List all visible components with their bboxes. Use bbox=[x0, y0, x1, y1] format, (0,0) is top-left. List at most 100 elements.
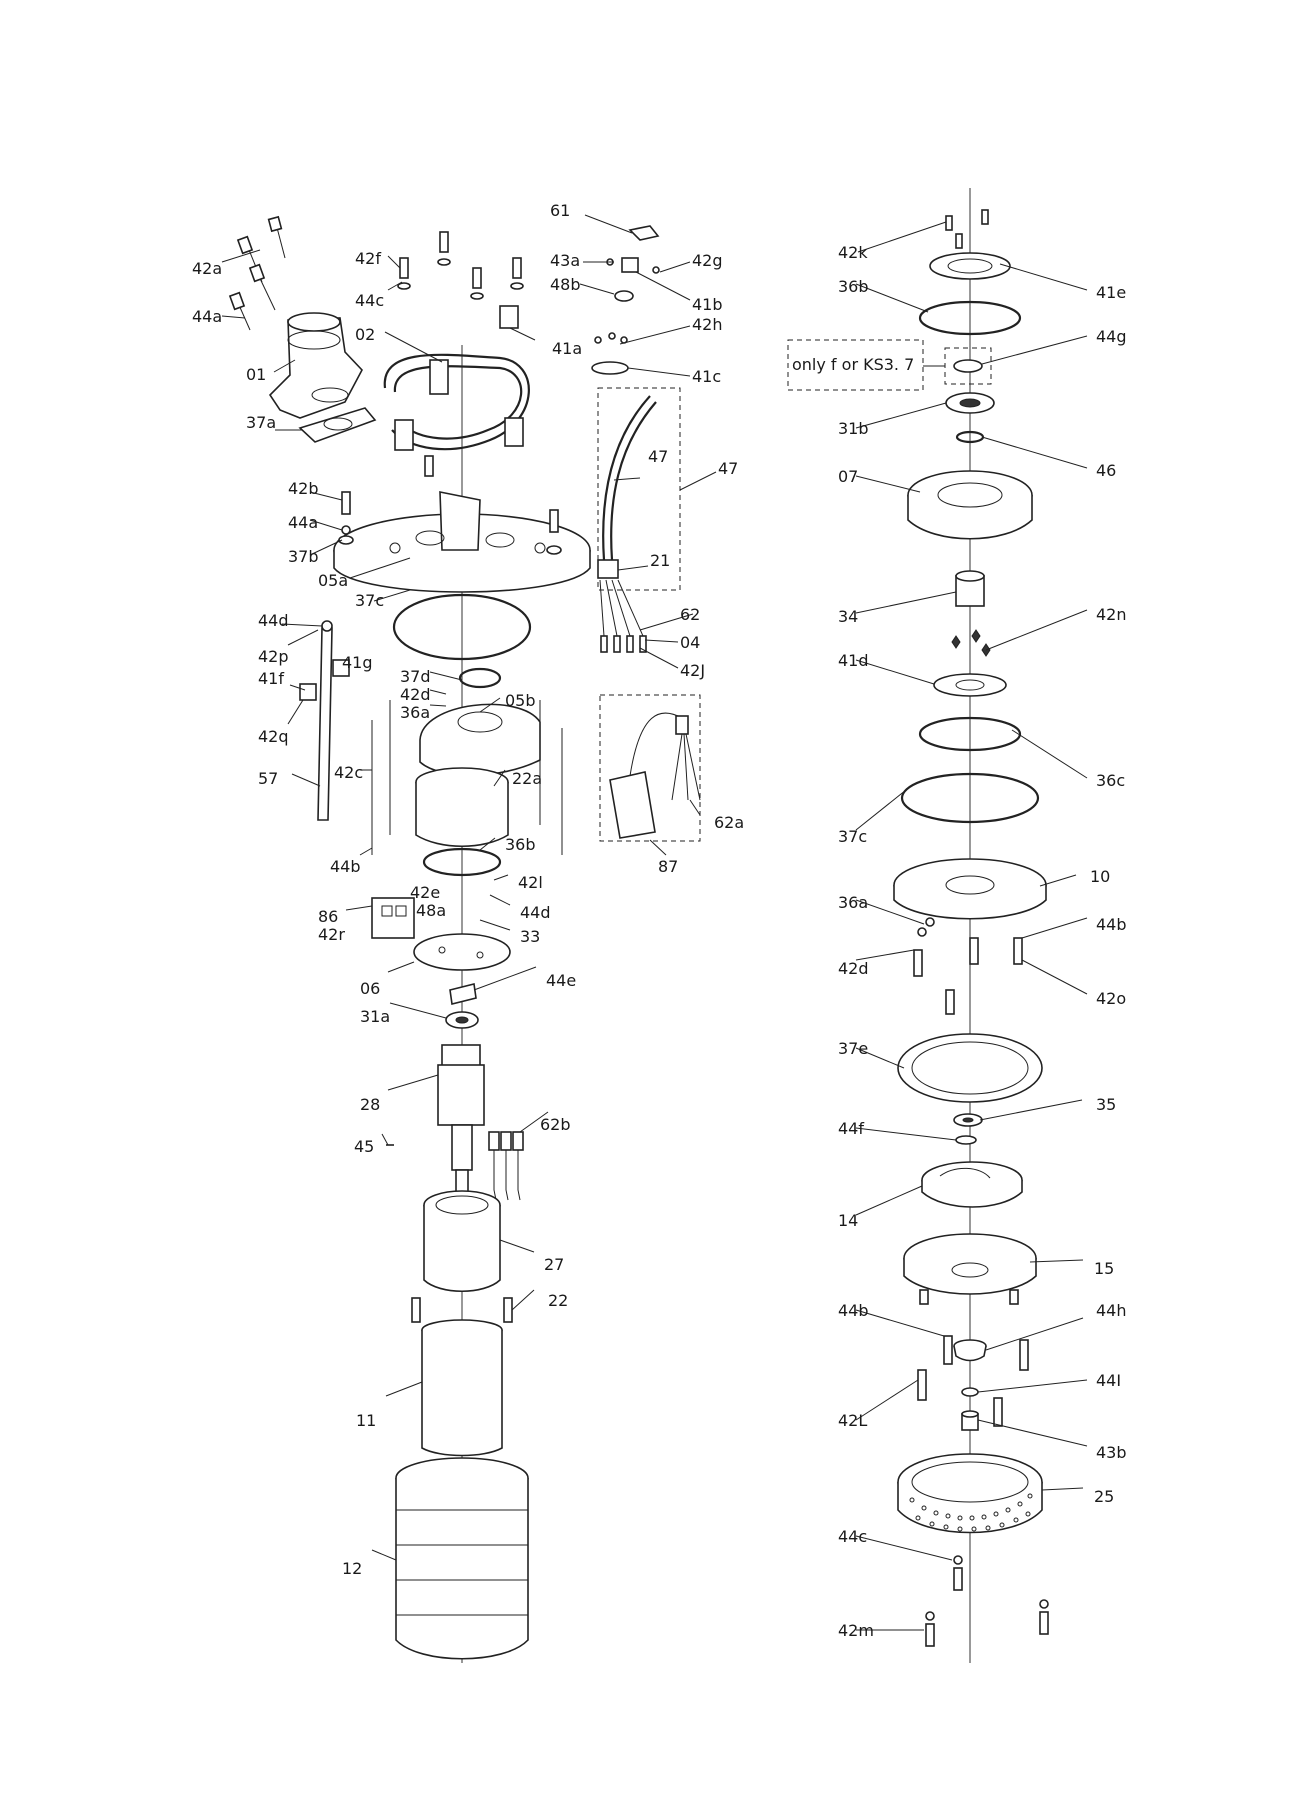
seal-35 bbox=[953, 1113, 983, 1127]
washer-44f bbox=[955, 1135, 977, 1145]
label-42d-right: 42d bbox=[838, 959, 869, 978]
label-44a-top: 44a bbox=[192, 307, 222, 326]
label-44d-left: 44d bbox=[258, 611, 289, 630]
label-14: 14 bbox=[838, 1211, 858, 1230]
clip-44e bbox=[449, 983, 477, 1005]
label-86: 86 bbox=[318, 907, 338, 926]
bearing-31a bbox=[445, 1011, 479, 1029]
label-62: 62 bbox=[680, 605, 700, 624]
label-37b: 37b bbox=[288, 547, 319, 566]
label-28: 28 bbox=[360, 1095, 380, 1114]
label-48a: 48a bbox=[416, 901, 446, 920]
label-22a: 22a bbox=[512, 769, 542, 788]
clamp-61 bbox=[628, 225, 660, 241]
plate-06 bbox=[413, 933, 511, 971]
label-41e: 41e bbox=[1096, 283, 1126, 302]
bolts-42a bbox=[228, 215, 286, 331]
note-box-left bbox=[787, 339, 924, 391]
leads-62 bbox=[599, 579, 647, 653]
note-text: only f or KS3. 7 bbox=[792, 355, 914, 374]
strainer-25 bbox=[897, 1453, 1043, 1534]
label-42g: 42g bbox=[692, 251, 723, 270]
plate-41d bbox=[933, 673, 1007, 697]
label-34: 34 bbox=[838, 607, 858, 626]
clips-22 bbox=[411, 1297, 513, 1323]
label-44b-left: 44b bbox=[330, 857, 361, 876]
label-44h: 44h bbox=[1096, 1301, 1127, 1320]
label-01: 01 bbox=[246, 365, 266, 384]
label-45: 45 bbox=[354, 1137, 374, 1156]
label-62a: 62a bbox=[714, 813, 744, 832]
bolts-cover bbox=[338, 231, 562, 555]
label-42f: 42f bbox=[355, 249, 381, 268]
label-44c-right: 44c bbox=[838, 1527, 867, 1546]
label-10: 10 bbox=[1090, 867, 1110, 886]
label-42e: 42e bbox=[410, 883, 440, 902]
washer-44I bbox=[961, 1387, 979, 1397]
label-42L: 42L bbox=[838, 1411, 867, 1430]
cable-47 bbox=[602, 395, 657, 561]
label-61: 61 bbox=[550, 201, 570, 220]
plate-41c bbox=[591, 332, 629, 375]
label-37a: 37a bbox=[246, 413, 276, 432]
motor-housing-05b bbox=[419, 667, 541, 777]
label-41d: 41d bbox=[838, 651, 869, 670]
label-42l: 42l bbox=[518, 873, 543, 892]
bearing-31b bbox=[945, 392, 995, 414]
outlet-elbow-01 bbox=[268, 312, 363, 419]
label-35: 35 bbox=[1096, 1095, 1116, 1114]
label-43b: 43b bbox=[1096, 1443, 1127, 1462]
screws-42n bbox=[951, 629, 991, 657]
label-36b-left: 36b bbox=[505, 835, 536, 854]
gasket-37c-right bbox=[900, 772, 1040, 824]
label-44a-mid: 44a bbox=[288, 513, 318, 532]
seal-44g bbox=[953, 359, 983, 373]
screws-42m bbox=[925, 1555, 1049, 1647]
plate-41e bbox=[929, 252, 1011, 280]
label-48b: 48b bbox=[550, 275, 581, 294]
label-57: 57 bbox=[258, 769, 278, 788]
label-46: 46 bbox=[1096, 461, 1116, 480]
motor-cover-05a bbox=[333, 491, 591, 593]
label-41g: 41g bbox=[342, 653, 373, 672]
label-11: 11 bbox=[356, 1411, 376, 1430]
label-42c: 42c bbox=[334, 763, 363, 782]
label-05a: 05a bbox=[318, 571, 348, 590]
gasket-37e bbox=[897, 1033, 1043, 1103]
capacitor-86 bbox=[371, 897, 415, 939]
seal-housing-10 bbox=[893, 858, 1047, 920]
label-44f: 44f bbox=[838, 1119, 864, 1138]
label-87: 87 bbox=[658, 857, 678, 876]
o-ring-36c bbox=[918, 716, 1022, 752]
bracket-41b bbox=[606, 257, 660, 274]
label-31a: 31a bbox=[360, 1007, 390, 1026]
leader-lines bbox=[221, 214, 1088, 1631]
label-42r: 42r bbox=[318, 925, 345, 944]
rotor-28 bbox=[437, 1044, 485, 1196]
grommet-21 bbox=[597, 559, 619, 579]
o-ring-36b-right bbox=[918, 300, 1022, 336]
screws-42L bbox=[917, 1335, 1029, 1427]
bearing-housing-07 bbox=[907, 470, 1033, 540]
float-switch bbox=[609, 712, 701, 839]
label-04: 04 bbox=[680, 633, 700, 652]
label-41c: 41c bbox=[692, 367, 721, 386]
label-37c-right: 37c bbox=[838, 827, 867, 846]
stator-band-22a bbox=[415, 767, 509, 847]
label-43a: 43a bbox=[550, 251, 580, 270]
stator-27 bbox=[423, 1190, 501, 1293]
label-42o: 42o bbox=[1096, 989, 1126, 1008]
label-62b: 62b bbox=[540, 1115, 571, 1134]
seal-48b bbox=[614, 290, 634, 302]
label-37e: 37e bbox=[838, 1039, 868, 1058]
label-42d-left: 42d bbox=[400, 685, 431, 704]
nut-44h bbox=[953, 1339, 987, 1362]
label-12: 12 bbox=[342, 1559, 362, 1578]
label-42q: 42q bbox=[258, 727, 289, 746]
label-42m: 42m bbox=[838, 1621, 874, 1640]
label-36a-left: 36a bbox=[400, 703, 430, 722]
label-44b-r2: 44b bbox=[838, 1301, 869, 1320]
outer-housing-12 bbox=[395, 1457, 529, 1660]
label-42h: 42h bbox=[692, 315, 723, 334]
